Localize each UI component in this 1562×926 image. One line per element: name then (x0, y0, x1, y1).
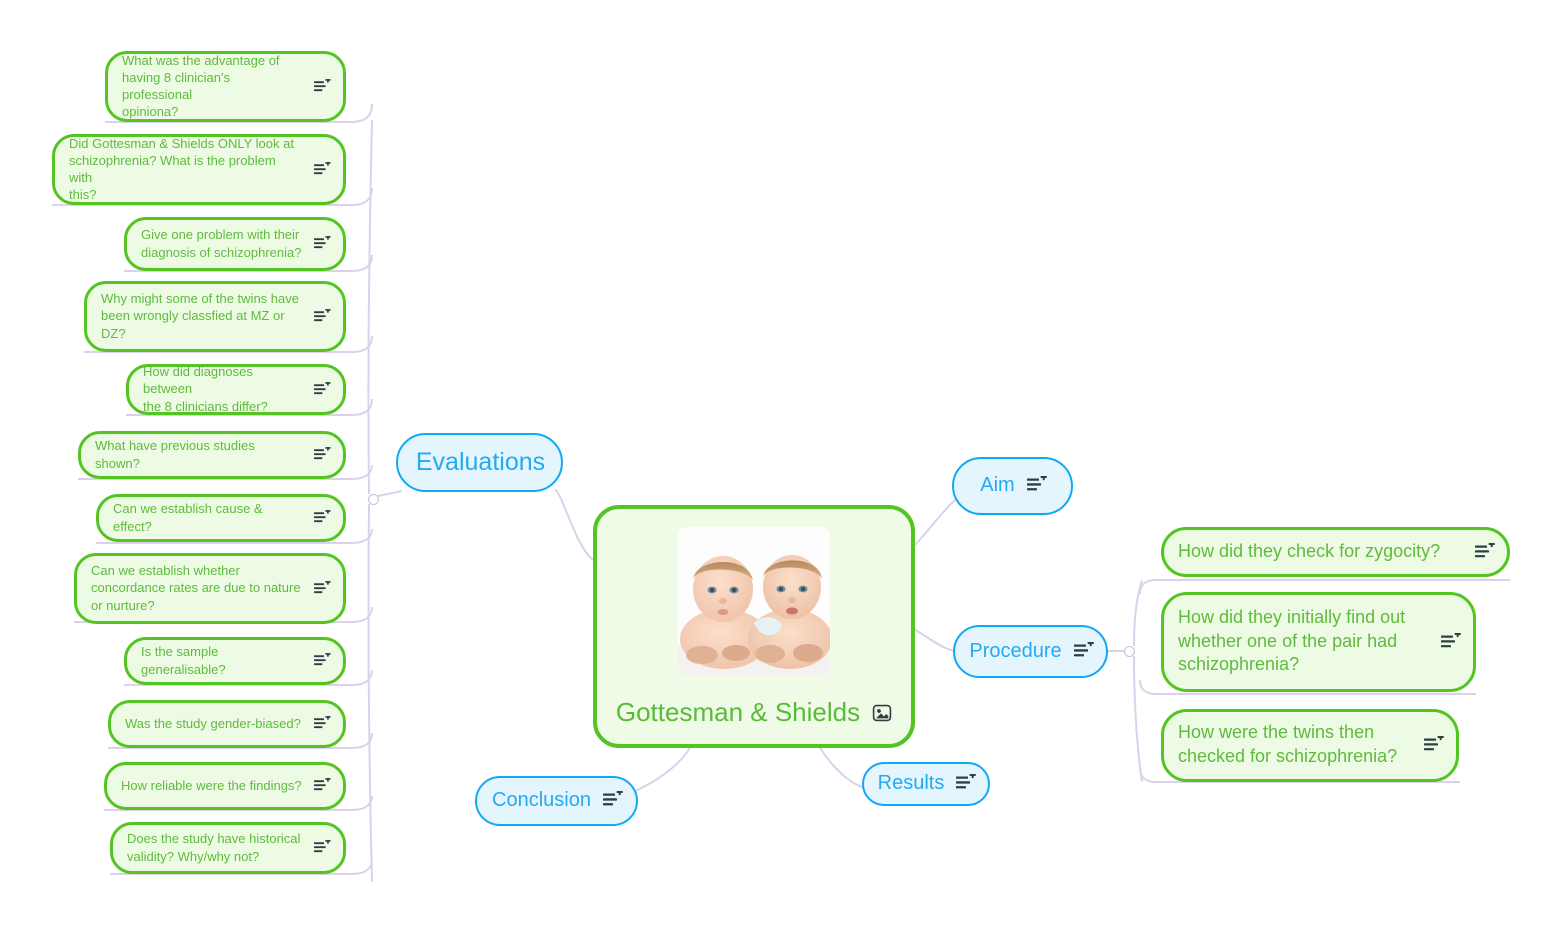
list-item-label: How were the twins then checked for schi… (1178, 722, 1398, 766)
list-item-label: Was the study gender-biased? (125, 715, 301, 731)
list-item[interactable]: Can we establish cause & effect? (96, 494, 346, 542)
note-add-icon[interactable] (1026, 473, 1047, 494)
list-item[interactable]: Does the study have historical validity?… (110, 822, 346, 874)
note-add-icon[interactable] (602, 788, 623, 809)
list-item[interactable]: Give one problem with their diagnosis of… (124, 217, 346, 271)
note-add-icon[interactable] (314, 508, 331, 525)
note-add-icon[interactable] (1441, 630, 1461, 651)
image-icon[interactable] (872, 703, 892, 723)
list-item[interactable]: How did they check for zygocity? (1161, 527, 1510, 577)
list-item-label: Is the sample generalisable? (141, 644, 226, 677)
note-add-icon[interactable] (314, 578, 331, 596)
list-item-label: What was the advantage of having 8 clini… (122, 52, 280, 120)
list-item[interactable]: How did they initially find out whether … (1161, 592, 1476, 692)
note-add-icon[interactable] (1475, 540, 1495, 561)
branch-results-label: Results (877, 772, 945, 794)
central-node[interactable]: Gottesman & Shields (593, 505, 915, 748)
branch-procedure-label: Procedure (969, 639, 1062, 662)
note-add-icon[interactable] (1424, 733, 1444, 754)
note-add-icon[interactable] (956, 771, 977, 792)
note-add-icon[interactable] (314, 776, 331, 793)
note-add-icon[interactable] (314, 379, 331, 397)
central-node-image (678, 527, 830, 675)
twin-babies-photo (678, 527, 830, 675)
list-item-label: Can we establish whether concordance rat… (91, 563, 301, 613)
central-node-title: Gottesman & Shields (615, 697, 861, 727)
list-item[interactable]: Did Gottesman & Shields ONLY look at sch… (52, 134, 346, 205)
note-add-icon[interactable] (314, 76, 331, 94)
list-item-label: What have previous studies shown? (95, 438, 255, 471)
list-item[interactable]: How did diagnoses between the 8 clinicia… (126, 364, 346, 415)
branch-results[interactable]: Results (862, 762, 990, 806)
branch-evaluations-label: Evaluations (415, 447, 546, 476)
branch-aim-label: Aim (980, 474, 1015, 496)
note-add-icon[interactable] (314, 651, 331, 668)
branch-evaluations[interactable]: Evaluations (396, 433, 563, 492)
list-item-label: Why might some of the twins have been wr… (101, 291, 299, 341)
list-item-label: How did diagnoses between the 8 clinicia… (143, 364, 268, 414)
list-item[interactable]: What have previous studies shown? (78, 431, 346, 479)
list-item-label: Did Gottesman & Shields ONLY look at sch… (69, 135, 294, 203)
note-add-icon[interactable] (314, 159, 331, 177)
note-add-icon[interactable] (314, 306, 331, 324)
branch-aim[interactable]: Aim (952, 457, 1073, 515)
branch-procedure[interactable]: Procedure (953, 625, 1108, 678)
list-item-label: Does the study have historical validity?… (127, 831, 301, 864)
list-item[interactable]: Is the sample generalisable? (124, 637, 346, 685)
list-item-label: How reliable were the findings? (121, 777, 302, 793)
note-add-icon[interactable] (314, 234, 331, 251)
note-add-icon[interactable] (1073, 639, 1094, 660)
list-item-label: Can we establish cause & effect? (113, 501, 263, 534)
list-item[interactable]: How were the twins then checked for schi… (1161, 709, 1459, 782)
note-add-icon[interactable] (314, 714, 331, 731)
branch-conclusion[interactable]: Conclusion (475, 776, 638, 826)
collapse-handle-evaluations[interactable] (368, 494, 379, 505)
note-add-icon[interactable] (314, 445, 331, 462)
list-item[interactable]: Can we establish whether concordance rat… (74, 553, 346, 624)
list-item[interactable]: Why might some of the twins have been wr… (84, 281, 346, 352)
note-add-icon[interactable] (314, 838, 331, 855)
list-item[interactable]: What was the advantage of having 8 clini… (105, 51, 346, 122)
list-item[interactable]: Was the study gender-biased? (108, 700, 346, 748)
list-item-label: Give one problem with their diagnosis of… (141, 227, 302, 260)
list-item[interactable]: How reliable were the findings? (104, 762, 346, 810)
collapse-handle-procedure[interactable] (1124, 646, 1135, 657)
list-item-label: How did they check for zygocity? (1178, 540, 1441, 561)
list-item-label: How did they initially find out whether … (1178, 606, 1406, 675)
branch-conclusion-label: Conclusion (492, 789, 591, 811)
